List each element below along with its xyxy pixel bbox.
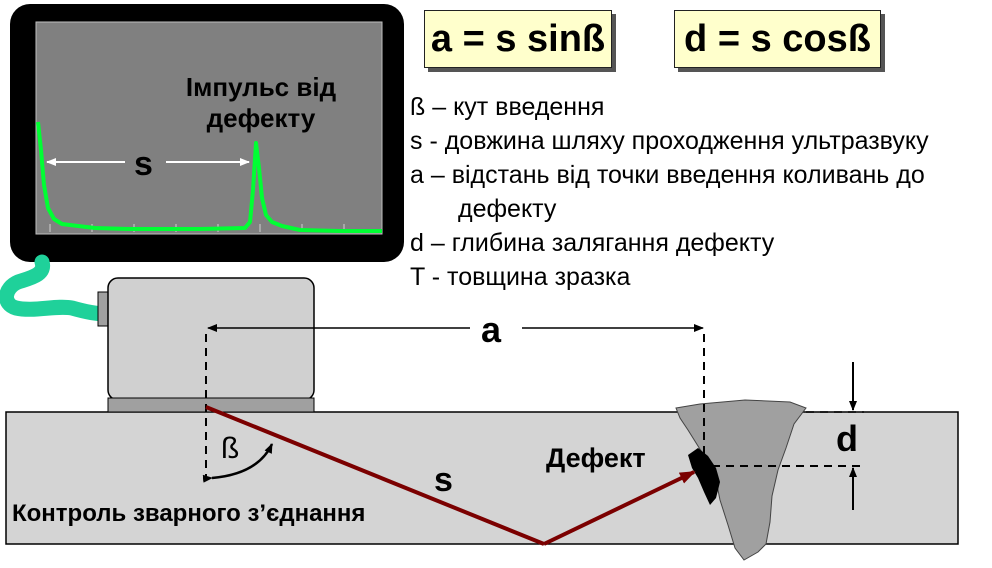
s-screen-label: s: [134, 145, 153, 183]
legend: ß – кут введення s - довжина шляху прохо…: [410, 90, 990, 294]
ultrasonic-beam-incident: [205, 405, 545, 546]
legend-a: a – відстань від точки введення коливань…: [410, 161, 925, 189]
beta-angle-label: ß: [221, 432, 240, 465]
legend-d: d – глибина залягання дефекту: [410, 229, 775, 257]
pulse-label: Імпульс від дефекту: [176, 72, 346, 134]
flaw-detector-screen: [35, 21, 383, 235]
weld-control-label: Контроль зварного з’єднання: [12, 500, 366, 527]
specimen-plate: [5, 411, 959, 545]
a-distance-label: a: [481, 309, 502, 350]
legend-s: s - довжина шляху проходження ультразвук…: [410, 127, 929, 155]
legend-beta: ß – кут введення: [410, 93, 605, 121]
d-depth-label: d: [836, 418, 858, 459]
defect-shape: [688, 448, 720, 505]
defect-label: Дефект: [546, 443, 646, 473]
formula-d: d = s cosß: [674, 10, 881, 68]
ultrasonic-beam-reflected: [543, 470, 696, 546]
formula-a: a = s sinß: [424, 10, 612, 68]
legend-t: T - товщина зразка: [410, 263, 631, 291]
probe-base: [107, 397, 315, 413]
ultrasonic-probe: [107, 277, 315, 401]
legend-a-continuation: дефекту: [458, 195, 557, 223]
probe-cable: [0, 254, 114, 322]
beta-angle-arc: [202, 443, 274, 483]
pulse-label-line2: дефекту: [206, 103, 316, 133]
a-scan-signal-trace: [36, 121, 382, 233]
pulse-label-line1: Імпульс від: [185, 72, 337, 102]
s-beam-label: s: [434, 461, 453, 499]
